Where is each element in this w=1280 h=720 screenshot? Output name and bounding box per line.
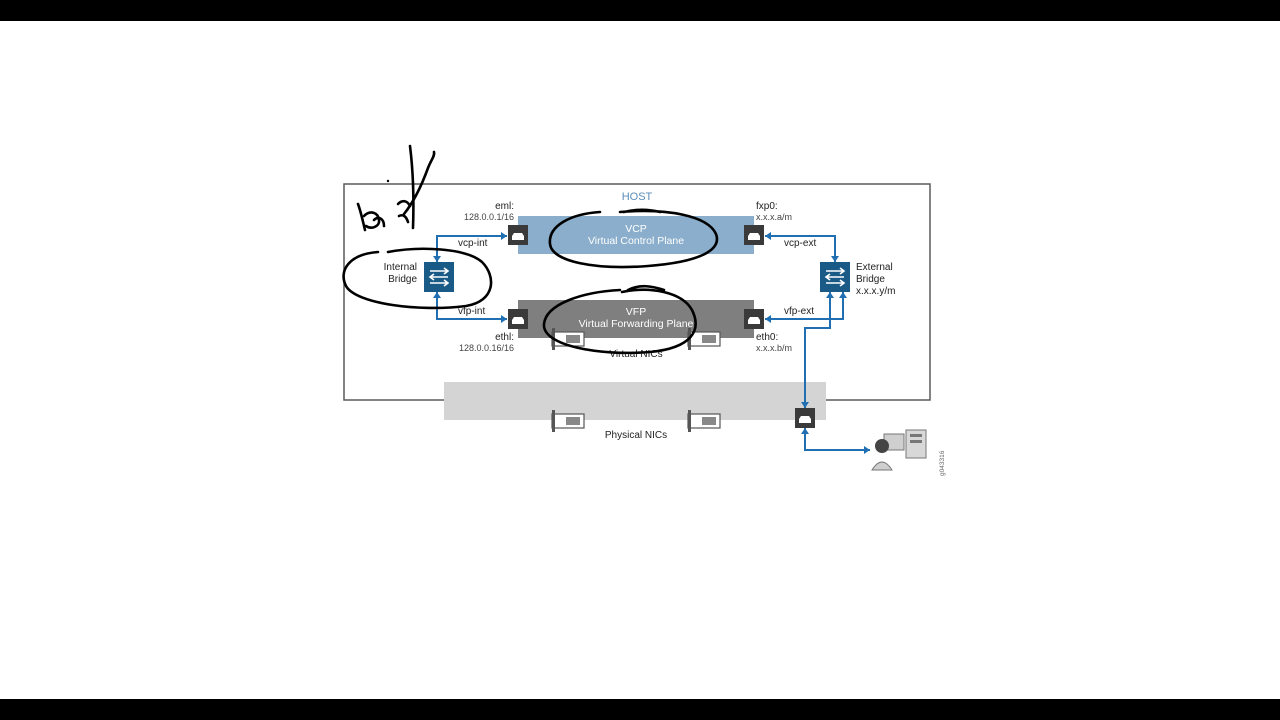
vcp-int-label: vcp-int [458,238,488,249]
internal-bridge-label-1: Internal [384,262,417,273]
vfp-name: Virtual Forwarding Plane [579,318,694,330]
vcp-name: Virtual Control Plane [588,235,684,247]
internal-bridge-switch-icon [424,262,454,292]
physical-uplink-port-icon [795,408,815,428]
vfp-abbr: VFP [626,306,646,318]
figure-id: g043316 [939,450,946,476]
physical-nic-icon-left [551,410,585,432]
external-bridge-addr: x.x.x.y/m [856,286,895,297]
virtual-nics-label: Virtual NICs [609,349,662,360]
eth0-addr: x.x.x.b/m [756,343,792,353]
em1-addr: 128.0.0.1/16 [464,212,514,222]
vfp-eth1-port-icon [508,309,528,329]
external-bridge-switch-icon [820,262,850,292]
eth1-addr: 128.0.0.16/16 [459,343,514,353]
vcp-em1-port-icon [508,225,528,245]
physical-nic-icon-right [687,410,721,432]
physical-nics-band [444,382,826,420]
fxp0-name: fxp0: [756,201,778,212]
em1-name: eml: [495,201,514,212]
physical-nics-label: Physical NICs [605,430,667,441]
handwritten-annotations [342,144,719,355]
connection-wires [433,232,870,454]
host-title: HOST [622,191,653,203]
external-bridge-label-1: External [856,262,893,273]
vfp-ext-label: vfp-ext [784,306,814,317]
vfp-eth0-port-icon [744,309,764,329]
internal-bridge-label-2: Bridge [388,274,417,285]
vcp-fxp0-port-icon [744,225,764,245]
vcp-ext-label: vcp-ext [784,238,816,249]
eth0-name: eth0: [756,332,778,343]
vcp-abbr: VCP [625,223,647,235]
letterbox-top [0,0,1280,21]
eth1-name: ethl: [495,332,514,343]
vfp-int-label: vfp-int [458,306,485,317]
external-bridge-label-2: Bridge [856,274,885,285]
remote-user-workstation-icon [871,429,927,471]
letterbox-bottom [0,699,1280,720]
fxp0-addr: x.x.x.a/m [756,212,792,222]
